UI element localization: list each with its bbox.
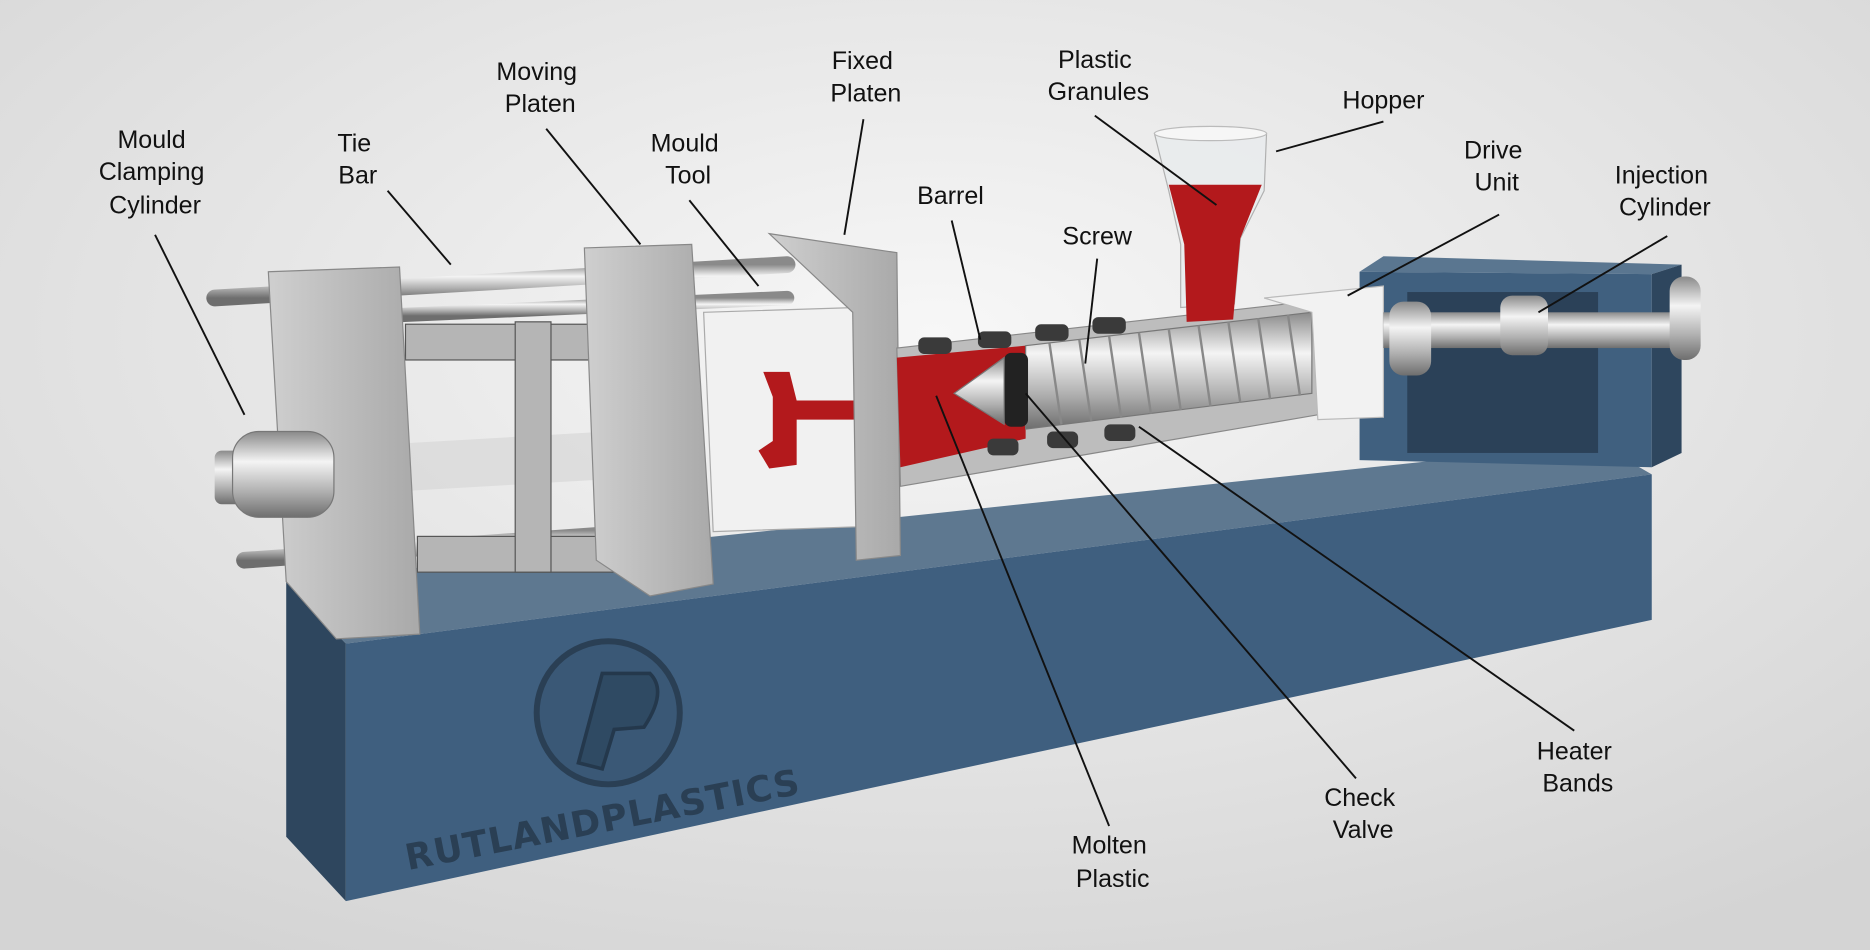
label-moving-platen: Moving Platen xyxy=(496,58,584,118)
plastic-granules xyxy=(1168,184,1262,322)
clamping-cylinder xyxy=(214,430,335,518)
label-screw: Screw xyxy=(1062,222,1132,250)
label-heater-bands: Heater Bands xyxy=(1537,737,1619,797)
injection-cylinder xyxy=(1383,276,1701,376)
label-tie-bar: Tie Bar xyxy=(337,129,378,189)
label-mould-tool: Mould Tool xyxy=(651,129,726,189)
leader-lines xyxy=(154,114,1668,827)
barrel xyxy=(896,299,1319,488)
screw-flights xyxy=(1048,314,1302,425)
check-valve xyxy=(1004,352,1029,427)
heater-bands xyxy=(918,317,1136,456)
hopper xyxy=(1153,125,1268,322)
label-drive-unit: Drive Unit xyxy=(1464,137,1529,197)
label-plastic-granules: Plastic Granules xyxy=(1048,46,1150,106)
label-hopper: Hopper xyxy=(1342,86,1424,114)
fixed-platen xyxy=(767,232,902,561)
mould-cavity xyxy=(758,371,907,469)
label-fixed-platen: Fixed Platen xyxy=(830,47,901,107)
rear-platen xyxy=(267,266,421,640)
moving-platen xyxy=(583,243,714,597)
label-injection-cylinder: Injection Cylinder xyxy=(1615,162,1715,222)
label-molten-plastic: Molten Plastic xyxy=(1072,831,1154,892)
screw-tip xyxy=(953,356,1005,426)
label-mould-clamping-cylinder: Mould Clamping Cylinder xyxy=(99,126,212,220)
label-barrel: Barrel xyxy=(917,182,984,210)
label-check-valve: Check Valve xyxy=(1324,784,1402,844)
